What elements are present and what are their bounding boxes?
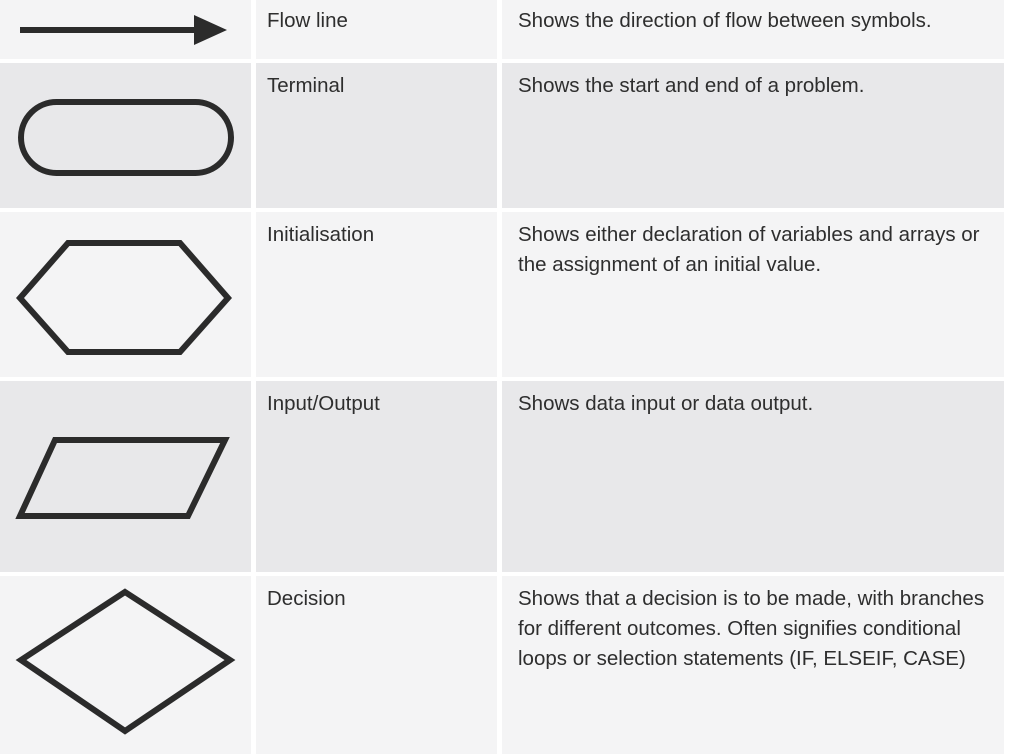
symbol-name: Input/Output <box>256 381 497 572</box>
symbol-cell-input-output <box>0 381 251 572</box>
initialisation-hexagon-icon <box>16 240 232 355</box>
symbol-description: Shows that a decision is to be made, wit… <box>502 576 1004 754</box>
symbol-cell-flow-line <box>0 0 251 59</box>
symbol-name: Flow line <box>256 0 497 59</box>
terminal-rounded-rectangle-icon <box>18 99 234 176</box>
symbol-description: Shows data input or data output. <box>502 381 1004 572</box>
symbol-cell-initialisation <box>0 212 251 377</box>
flow-line-arrow-icon <box>20 15 227 45</box>
symbol-description: Shows either declaration of variables an… <box>502 212 1004 377</box>
symbol-cell-terminal <box>0 63 251 208</box>
symbol-description: Shows the start and end of a problem. <box>502 63 1004 208</box>
symbol-name: Terminal <box>256 63 497 208</box>
symbol-description: Shows the direction of flow between symb… <box>502 0 1004 59</box>
decision-diamond-icon <box>15 588 236 735</box>
symbol-name: Decision <box>256 576 497 754</box>
symbol-cell-decision <box>0 576 251 754</box>
symbol-name: Initialisation <box>256 212 497 377</box>
input-output-parallelogram-icon <box>15 437 230 519</box>
